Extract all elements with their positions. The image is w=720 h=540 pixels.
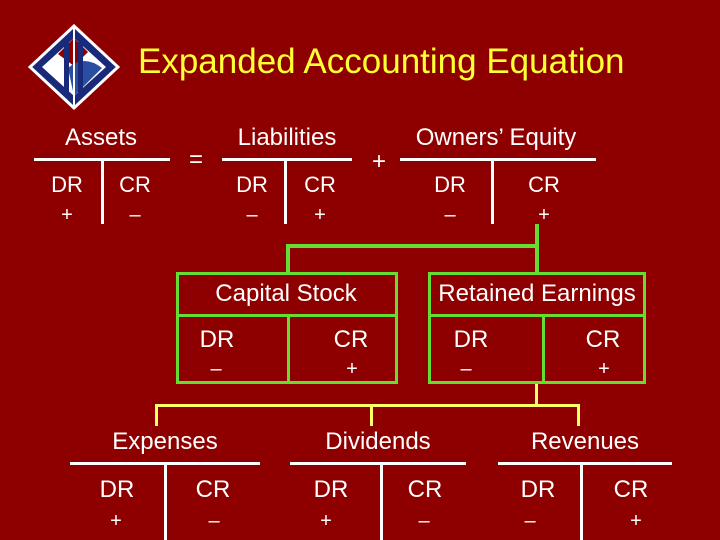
equals-sign: = bbox=[188, 146, 203, 173]
owners-equity-dr-sign: – bbox=[444, 204, 456, 226]
retained-earnings-cr: CR bbox=[585, 326, 621, 353]
retained-earnings-hline bbox=[428, 314, 646, 317]
assets-dr-sign: + bbox=[61, 204, 73, 226]
liabilities-dr-sign: – bbox=[246, 204, 258, 226]
dividends-dr-sign: + bbox=[320, 510, 332, 532]
connector-cs-down bbox=[286, 244, 290, 274]
connector-oe-down bbox=[535, 224, 539, 248]
revenues-label: Revenues bbox=[530, 428, 640, 455]
connector-re-to-parts-down bbox=[535, 384, 538, 406]
retained-earnings-label: Retained Earnings bbox=[438, 280, 636, 307]
expenses-vline bbox=[164, 462, 167, 540]
dividends-dr: DR bbox=[313, 476, 349, 503]
connector-expenses-down bbox=[155, 404, 158, 426]
assets-cr: CR bbox=[119, 172, 151, 197]
expenses-dr: DR bbox=[99, 476, 135, 503]
dividends-cr-sign: – bbox=[418, 510, 430, 532]
capital-stock-label: Capital Stock bbox=[215, 280, 357, 307]
revenues-hline bbox=[498, 462, 672, 465]
capital-stock-cr: CR bbox=[333, 326, 369, 353]
liabilities-cr: CR bbox=[304, 172, 336, 197]
liabilities-cr-sign: + bbox=[314, 204, 326, 226]
connector-parts-h bbox=[155, 404, 580, 407]
dividends-vline bbox=[380, 462, 383, 540]
assets-cr-sign: – bbox=[129, 204, 141, 226]
revenues-cr-sign: + bbox=[630, 510, 642, 532]
dividends-cr: CR bbox=[407, 476, 443, 503]
connector-dividends-down bbox=[370, 404, 373, 426]
expenses-label: Expenses bbox=[112, 428, 218, 455]
capital-stock-cr-sign: + bbox=[346, 358, 358, 380]
owners-equity-hline bbox=[400, 158, 596, 161]
connector-re-down bbox=[535, 244, 539, 274]
capital-stock-dr: DR bbox=[199, 326, 235, 353]
revenues-dr-sign: – bbox=[524, 510, 536, 532]
owners-equity-label: Owners’ Equity bbox=[415, 124, 577, 151]
owners-equity-vline bbox=[491, 158, 494, 224]
connector-revenues-down bbox=[577, 404, 580, 426]
retained-earnings-dr: DR bbox=[453, 326, 489, 353]
dividends-label: Dividends bbox=[325, 428, 431, 455]
page-title: Expanded Accounting Equation bbox=[138, 42, 625, 81]
logo-icon bbox=[28, 24, 120, 110]
owners-equity-dr: DR bbox=[434, 172, 466, 197]
revenues-cr: CR bbox=[613, 476, 649, 503]
revenues-dr: DR bbox=[520, 476, 556, 503]
retained-earnings-vline bbox=[542, 314, 545, 384]
capital-stock-dr-sign: – bbox=[210, 358, 222, 380]
capital-stock-vline bbox=[287, 314, 290, 384]
retained-earnings-box bbox=[428, 272, 646, 384]
liabilities-label: Liabilities bbox=[237, 124, 337, 151]
plus-sign: + bbox=[371, 148, 386, 175]
revenues-vline bbox=[580, 462, 583, 540]
retained-earnings-dr-sign: – bbox=[460, 358, 472, 380]
expenses-dr-sign: + bbox=[110, 510, 122, 532]
connector-oe-h bbox=[286, 244, 539, 248]
assets-dr: DR bbox=[51, 172, 83, 197]
liabilities-dr: DR bbox=[236, 172, 268, 197]
expenses-cr-sign: – bbox=[208, 510, 220, 532]
liabilities-vline bbox=[284, 158, 287, 224]
expenses-cr: CR bbox=[195, 476, 231, 503]
owners-equity-cr-sign: + bbox=[538, 204, 550, 226]
liabilities-hline bbox=[222, 158, 352, 161]
owners-equity-cr: CR bbox=[528, 172, 560, 197]
dividends-hline bbox=[290, 462, 466, 465]
assets-vline bbox=[101, 158, 104, 224]
assets-label: Assets bbox=[64, 124, 138, 151]
retained-earnings-cr-sign: + bbox=[598, 358, 610, 380]
